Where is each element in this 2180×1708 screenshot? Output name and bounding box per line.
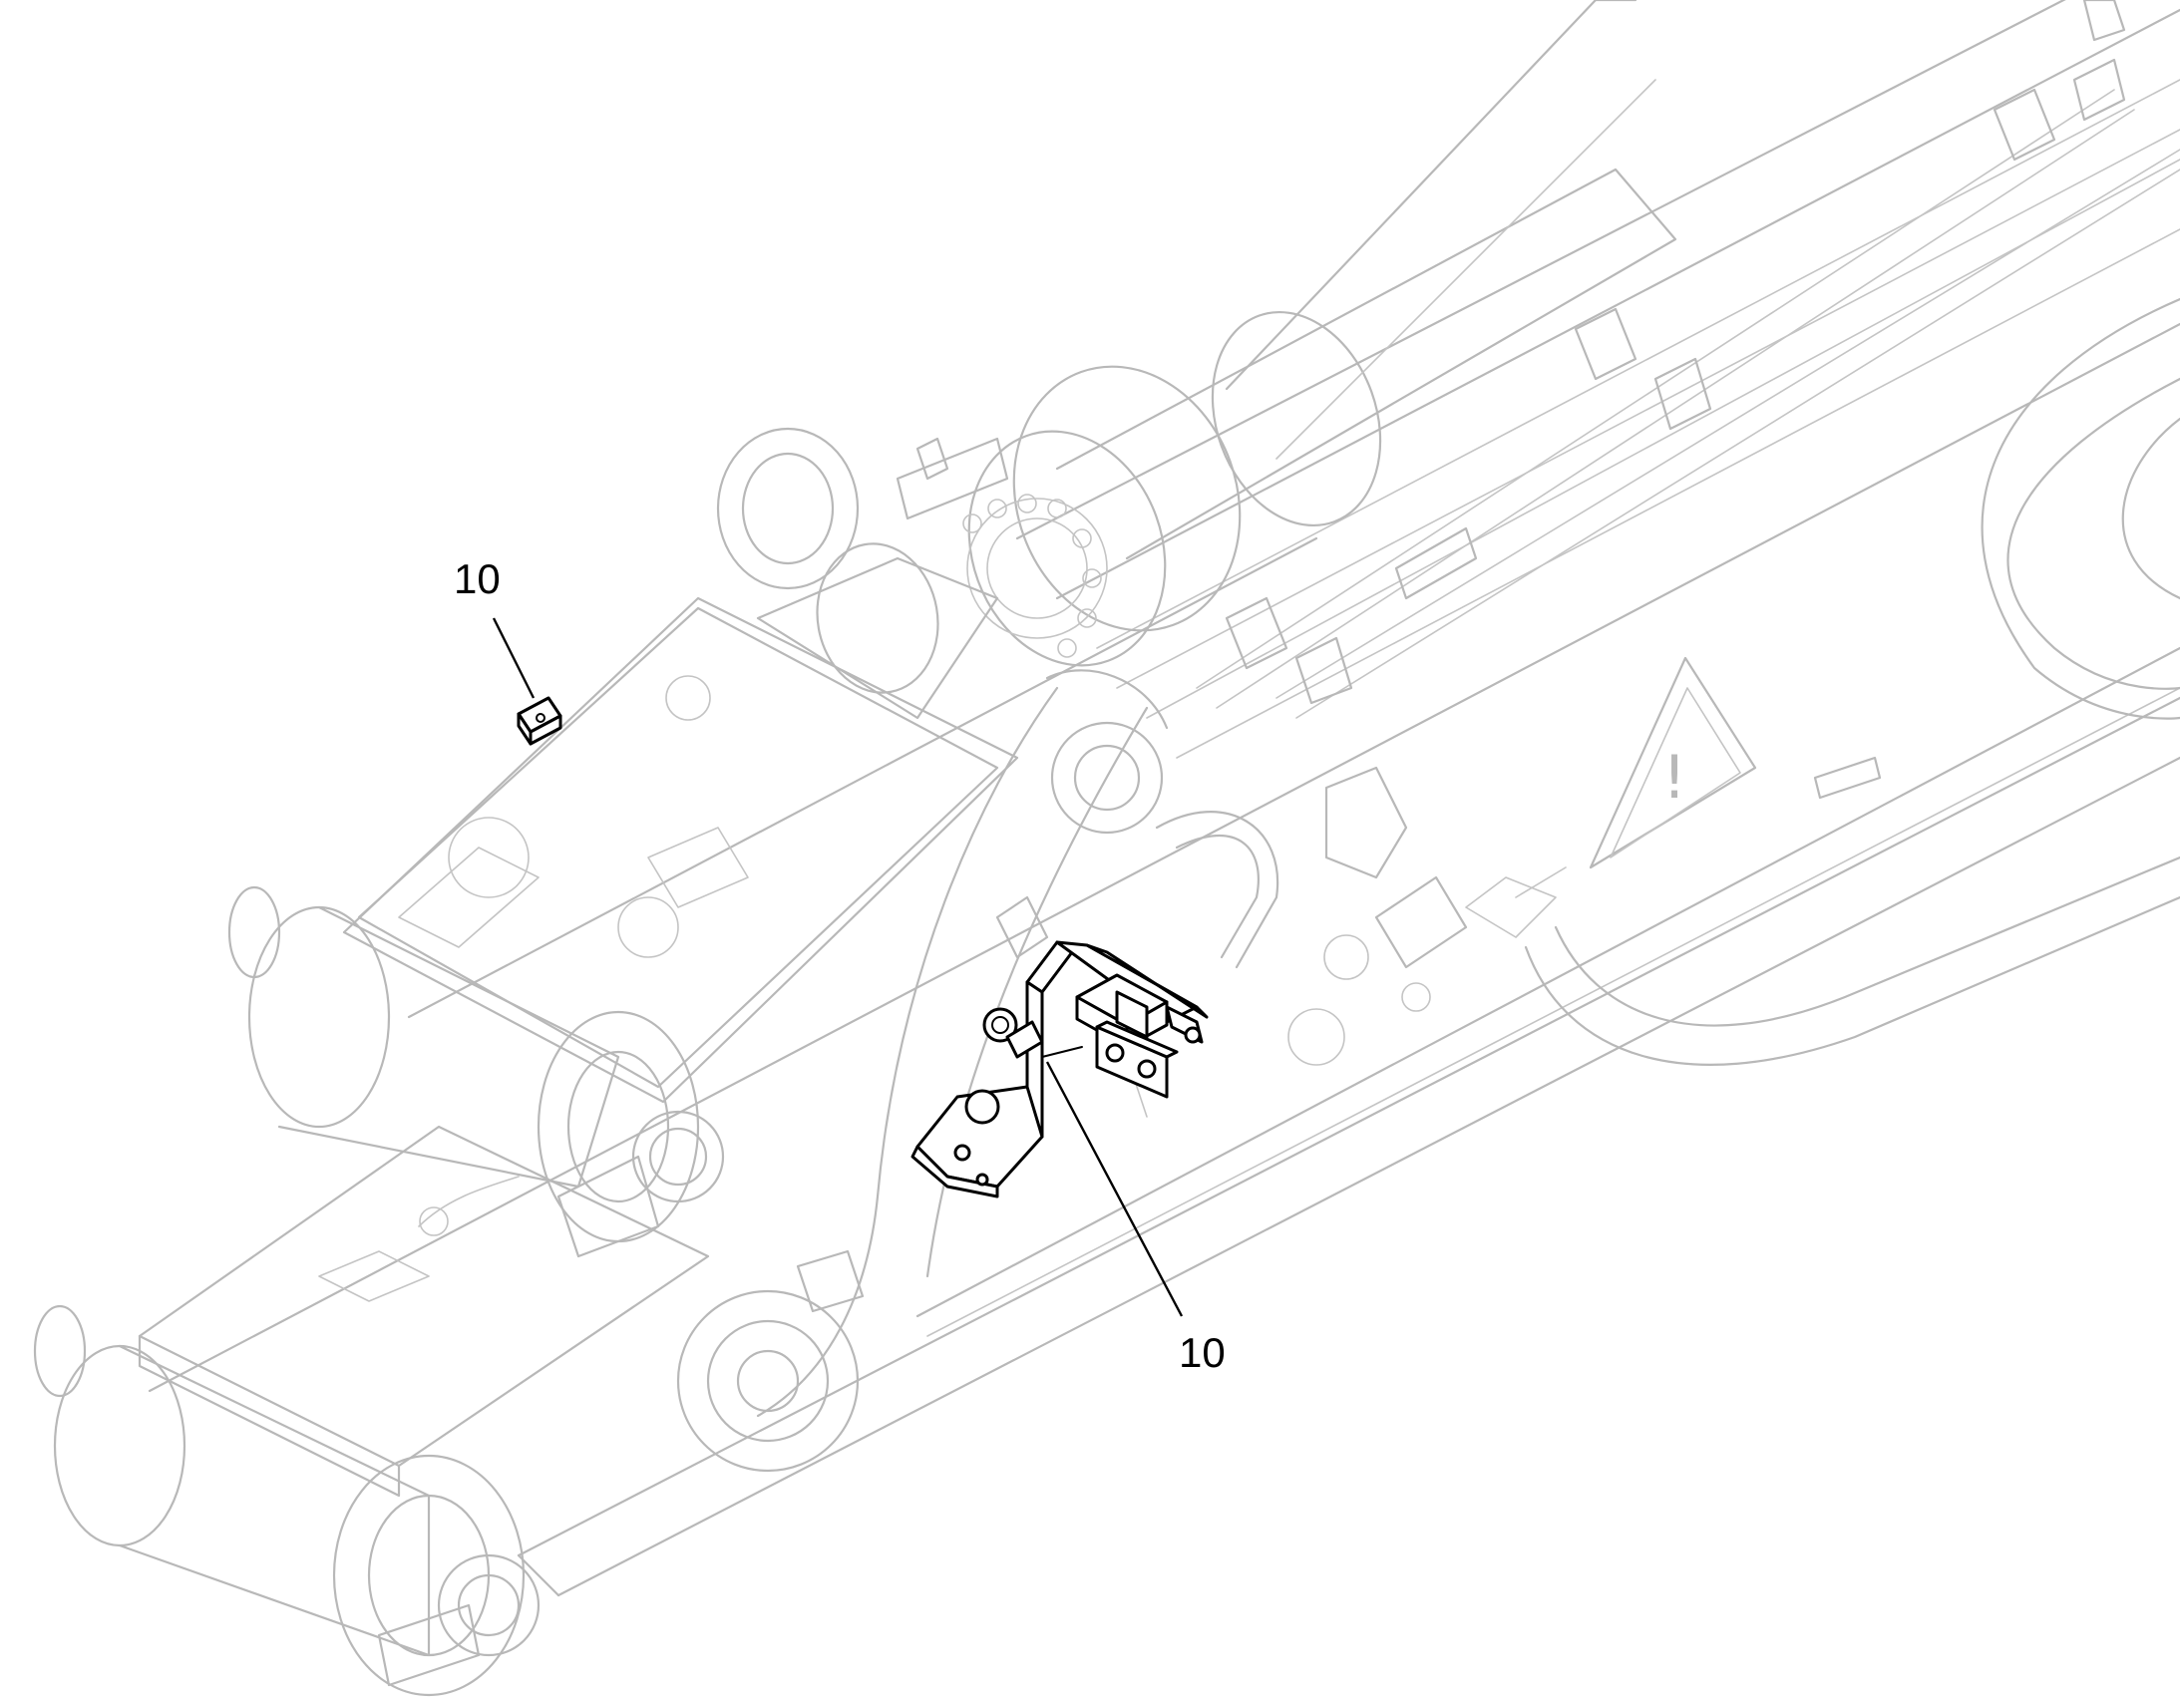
warning-label [1589,656,1882,869]
leader-line-bottom [1045,1061,1184,1317]
upper-mount-housing [342,427,1019,1104]
lower-cylinder-body [227,885,725,1258]
callout-label-top: 10 [454,555,501,602]
hydraulic-fittings [1126,766,1468,1118]
warning-exclamation: ! [1662,743,1686,813]
mounting-bracket-assembly [910,940,1209,1198]
hose-lines [1196,0,2180,719]
sensor-part-upper [517,696,562,746]
pivot-link-arm [676,669,1169,1473]
base-frame [33,1125,710,1697]
leader-line-top [492,617,536,699]
hydraulic-cylinder [896,0,1677,667]
boom-arm-outline [148,0,2180,1597]
hose-loop [1465,297,2180,1066]
callout-label-bottom: 10 [1179,1329,1226,1376]
